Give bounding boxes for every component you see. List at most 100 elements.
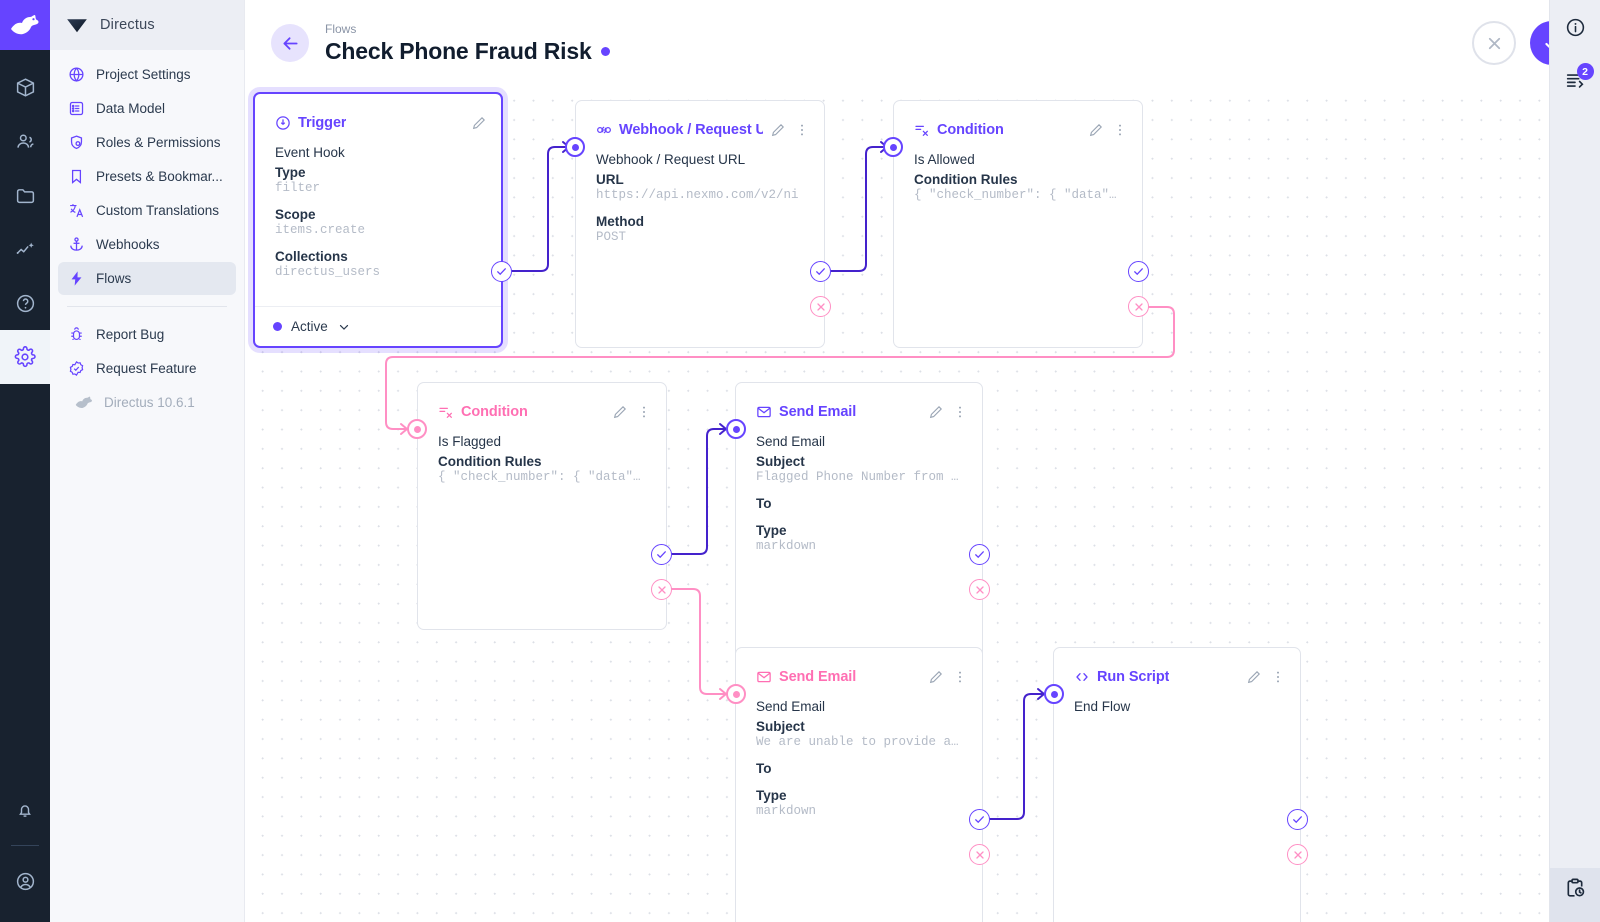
pencil-icon[interactable]: [928, 404, 944, 420]
node-header: Webhook / Request U: [576, 101, 824, 145]
webhook-resolve-port[interactable]: [810, 261, 831, 282]
sidebar-item-presets-bookmarks[interactable]: Presets & Bookmar...: [58, 160, 236, 193]
node-actions: [1088, 122, 1128, 138]
edge-trigger-to-webhook: [511, 146, 569, 272]
field-key: Subject: [756, 719, 805, 734]
flow-node-webhook[interactable]: Webhook / Request U Webhook / Request UR…: [575, 100, 825, 348]
condition-flagged-resolve-port[interactable]: [651, 544, 672, 565]
sidebar-item-report-bug[interactable]: Report Bug: [58, 318, 236, 351]
trigger-resolve-port[interactable]: [491, 261, 512, 282]
node-name: Send Email: [756, 699, 826, 714]
flow-canvas[interactable]: Trigger Event Hook Type filter Scope ite…: [245, 86, 1549, 922]
rail-item-content[interactable]: [0, 60, 50, 114]
run-script-input-port[interactable]: [1044, 684, 1064, 704]
condition-allowed-reject-port[interactable]: [1128, 296, 1149, 317]
run-script-reject-port[interactable]: [1287, 844, 1308, 865]
dots-vertical-icon[interactable]: [952, 669, 968, 685]
pencil-icon[interactable]: [471, 115, 487, 131]
condition-icon: [438, 404, 454, 420]
page-header: Flows Check Phone Fraud Risk: [245, 0, 1600, 86]
rabbit-small-icon: [75, 394, 93, 412]
node-type-label: Send Email: [779, 669, 857, 685]
dots-vertical-icon[interactable]: [636, 404, 652, 420]
condition-icon: [914, 122, 930, 138]
rail-item-help[interactable]: [0, 276, 50, 330]
pencil-icon[interactable]: [770, 122, 786, 138]
pencil-icon[interactable]: [612, 404, 628, 420]
rail-item-notifications[interactable]: [0, 783, 50, 837]
edge-flagged-to-email: [671, 428, 726, 555]
pencil-icon[interactable]: [1246, 669, 1262, 685]
dots-vertical-icon[interactable]: [1112, 122, 1128, 138]
send-email-flagged-input-port[interactable]: [726, 419, 746, 439]
rail-item-insights[interactable]: [0, 222, 50, 276]
sidebar-item-webhooks[interactable]: Webhooks: [58, 228, 236, 261]
pencil-icon[interactable]: [928, 669, 944, 685]
check-circle-icon: [497, 268, 506, 276]
breadcrumb[interactable]: Flows: [325, 21, 357, 36]
sidebar-item-project-settings[interactable]: Project Settings: [58, 58, 236, 91]
send-email-unable-input-port[interactable]: [726, 684, 746, 704]
rail-item-account[interactable]: [0, 854, 50, 908]
field-value: items.create: [275, 223, 366, 237]
send-email-unable-reject-port[interactable]: [969, 844, 990, 865]
flow-node-run-script[interactable]: Run Script End Flow: [1053, 647, 1301, 922]
field-key: Type: [275, 165, 306, 180]
back-button[interactable]: [271, 24, 309, 62]
flow-node-condition-allowed[interactable]: Condition Is Allowed Condition Rules { "…: [893, 100, 1143, 348]
directus-diamond-icon: [67, 18, 87, 32]
run-script-resolve-port[interactable]: [1287, 809, 1308, 830]
cancel-button[interactable]: [1472, 21, 1516, 65]
condition-flagged-input-port[interactable]: [407, 419, 427, 439]
dots-vertical-icon[interactable]: [1270, 669, 1286, 685]
shield-account-icon: [67, 134, 85, 152]
bolt-icon: [67, 270, 85, 288]
title-block: Flows Check Phone Fraud Risk: [325, 22, 610, 65]
flow-node-trigger[interactable]: Trigger Event Hook Type filter Scope ite…: [253, 92, 503, 348]
flow-node-send-email-unable[interactable]: Send Email Send Email Subject We are una…: [735, 647, 983, 922]
field-value: filter: [275, 181, 321, 195]
send-email-unable-resolve-port[interactable]: [969, 809, 990, 830]
rail-item-user-directory[interactable]: [0, 114, 50, 168]
rail-item-file-library[interactable]: [0, 168, 50, 222]
info-button[interactable]: [1550, 0, 1600, 54]
sidebar-item-label: Roles & Permissions: [96, 135, 221, 150]
node-actions: [928, 404, 968, 420]
code-brackets-icon: [1074, 669, 1090, 685]
chevron-down-icon[interactable]: [337, 320, 351, 334]
edge-unable-email-to-run-script: [988, 693, 1044, 820]
trigger-status-bar[interactable]: Active: [255, 306, 501, 346]
sidebar-item-data-model[interactable]: Data Model: [58, 92, 236, 125]
condition-flagged-reject-port[interactable]: [651, 579, 672, 600]
revisions-button[interactable]: 2: [1550, 54, 1600, 108]
status-badge: [600, 46, 610, 56]
field-key: Scope: [275, 207, 316, 222]
webhook-input-port[interactable]: [565, 137, 585, 157]
flow-node-condition-flagged[interactable]: Condition Is Flagged Condition Rules { "…: [417, 382, 667, 630]
node-body: Webhook / Request URL URL https://api.ne…: [576, 145, 824, 244]
condition-allowed-input-port[interactable]: [883, 137, 903, 157]
list-box-icon: [67, 100, 85, 118]
edge-webhook-to-condition: [830, 146, 887, 272]
sidebar-item-flows[interactable]: Flows: [58, 262, 236, 295]
field-key: URL: [596, 172, 624, 187]
webhook-reject-port[interactable]: [810, 296, 831, 317]
help-circle-icon: [16, 294, 34, 312]
field-value: { "check_number": { "data"…: [438, 470, 641, 484]
node-type-label: Condition: [937, 122, 1004, 138]
logs-button[interactable]: [1549, 868, 1600, 922]
directus-logo[interactable]: [0, 0, 50, 50]
dots-vertical-icon[interactable]: [794, 122, 810, 138]
sidebar-item-roles-permissions[interactable]: Roles & Permissions: [58, 126, 236, 159]
node-type-label: Run Script: [1097, 669, 1170, 685]
send-email-flagged-resolve-port[interactable]: [969, 544, 990, 565]
pencil-icon[interactable]: [1088, 122, 1104, 138]
dots-vertical-icon[interactable]: [952, 404, 968, 420]
rail-item-settings[interactable]: [0, 330, 50, 384]
send-email-flagged-reject-port[interactable]: [969, 579, 990, 600]
rabbit-logo-icon: [11, 15, 39, 35]
condition-allowed-resolve-port[interactable]: [1128, 261, 1149, 282]
right-sidebar: 2: [1549, 0, 1600, 922]
sidebar-item-custom-translations[interactable]: Custom Translations: [58, 194, 236, 227]
sidebar-item-request-feature[interactable]: Request Feature: [58, 352, 236, 385]
